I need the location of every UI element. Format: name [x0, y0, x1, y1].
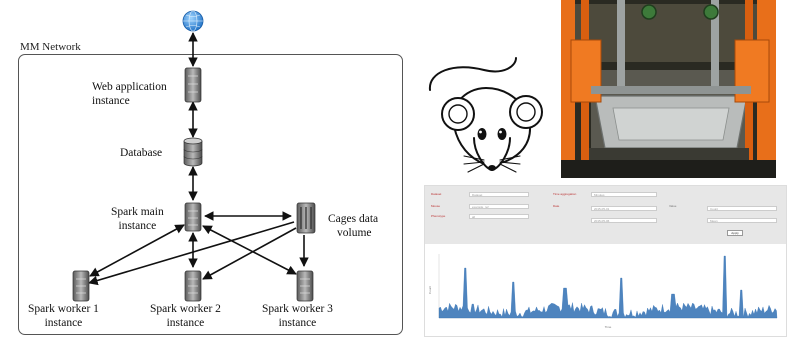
value-field[interactable]: Count: [707, 206, 777, 211]
label-worker2-line1: Spark worker 2: [150, 303, 221, 315]
label-worker3: Spark worker 3 instance: [262, 302, 333, 330]
arrow-spark-w3: [202, 225, 297, 275]
label-spark-main-line1: Spark main: [111, 206, 164, 218]
filter-panel: Dataset Mouse Phenotype Time aggregation…: [425, 186, 786, 244]
label-cages-line2: volume: [337, 227, 372, 239]
mouse-field[interactable]: example_ref: [469, 204, 529, 209]
server-icon-worker3: [296, 270, 314, 302]
time-aggregation-field[interactable]: Minutes: [591, 192, 657, 197]
label-spark-main-line2: instance: [118, 220, 157, 232]
label-worker2-line2: instance: [166, 317, 205, 329]
label-web-app-line1: Web application: [92, 81, 167, 93]
database-icon: [183, 137, 203, 167]
server-icon-worker2: [184, 270, 202, 302]
label-date: Date: [553, 204, 560, 208]
label-worker1: Spark worker 1 instance: [28, 302, 99, 330]
network-diagram: [72, 10, 316, 302]
dashboard-screenshot: Dataset Mouse Phenotype Time aggregation…: [424, 185, 787, 337]
x-axis-label: Time: [605, 325, 612, 329]
network-title: MM Network: [20, 41, 81, 53]
globe-icon: [182, 10, 204, 32]
dataset-field[interactable]: Dataset: [469, 192, 529, 197]
label-web-app-line2: instance: [92, 95, 130, 107]
activity-area: [438, 255, 778, 319]
arrow-cages-w1: [88, 221, 295, 286]
label-worker3-line2: instance: [278, 317, 317, 329]
label-database: Database: [120, 147, 163, 159]
arrow-spark-w1: [89, 224, 185, 277]
label-worker1-line1: Spark worker 1: [28, 303, 99, 315]
label-value: Value: [669, 204, 677, 208]
arrow-cages-w2: [202, 227, 297, 280]
date-to-field[interactable]: 2015-05-06: [591, 218, 657, 223]
y-axis-label: Count: [428, 286, 432, 294]
label-cages: Cages data volume: [328, 212, 378, 240]
label-dataset: Dataset: [431, 192, 442, 196]
date-from-field[interactable]: 2015-05-01: [591, 206, 657, 211]
cage-photo: [561, 0, 776, 178]
label-phenotype: Phenotype: [431, 214, 446, 218]
server-icon-worker1: [72, 270, 90, 302]
storage-icon-cages: [296, 202, 316, 234]
statistic-field[interactable]: Mean: [707, 218, 777, 223]
phenotype-field[interactable]: all: [469, 214, 529, 219]
server-icon-web: [184, 67, 202, 103]
label-mouse: Mouse: [431, 204, 441, 208]
activity-series: [438, 255, 778, 319]
mouse-illustration: [428, 57, 543, 173]
label-worker2: Spark worker 2 instance: [150, 302, 221, 330]
network-frame: [18, 54, 403, 335]
label-time-aggregation: Time aggregation: [553, 192, 577, 196]
activity-chart: Time Count: [428, 254, 778, 329]
label-cages-line1: Cages data: [328, 213, 379, 225]
apply-button[interactable]: Apply: [727, 230, 743, 236]
cage-photo-drawing: [561, 0, 776, 178]
label-worker1-line2: instance: [44, 317, 83, 329]
server-icon-spark-main: [184, 202, 202, 232]
label-worker3-line1: Spark worker 3: [262, 303, 333, 315]
label-web-app: Web application instance: [92, 80, 167, 108]
label-spark-main: Spark main instance: [111, 205, 164, 233]
